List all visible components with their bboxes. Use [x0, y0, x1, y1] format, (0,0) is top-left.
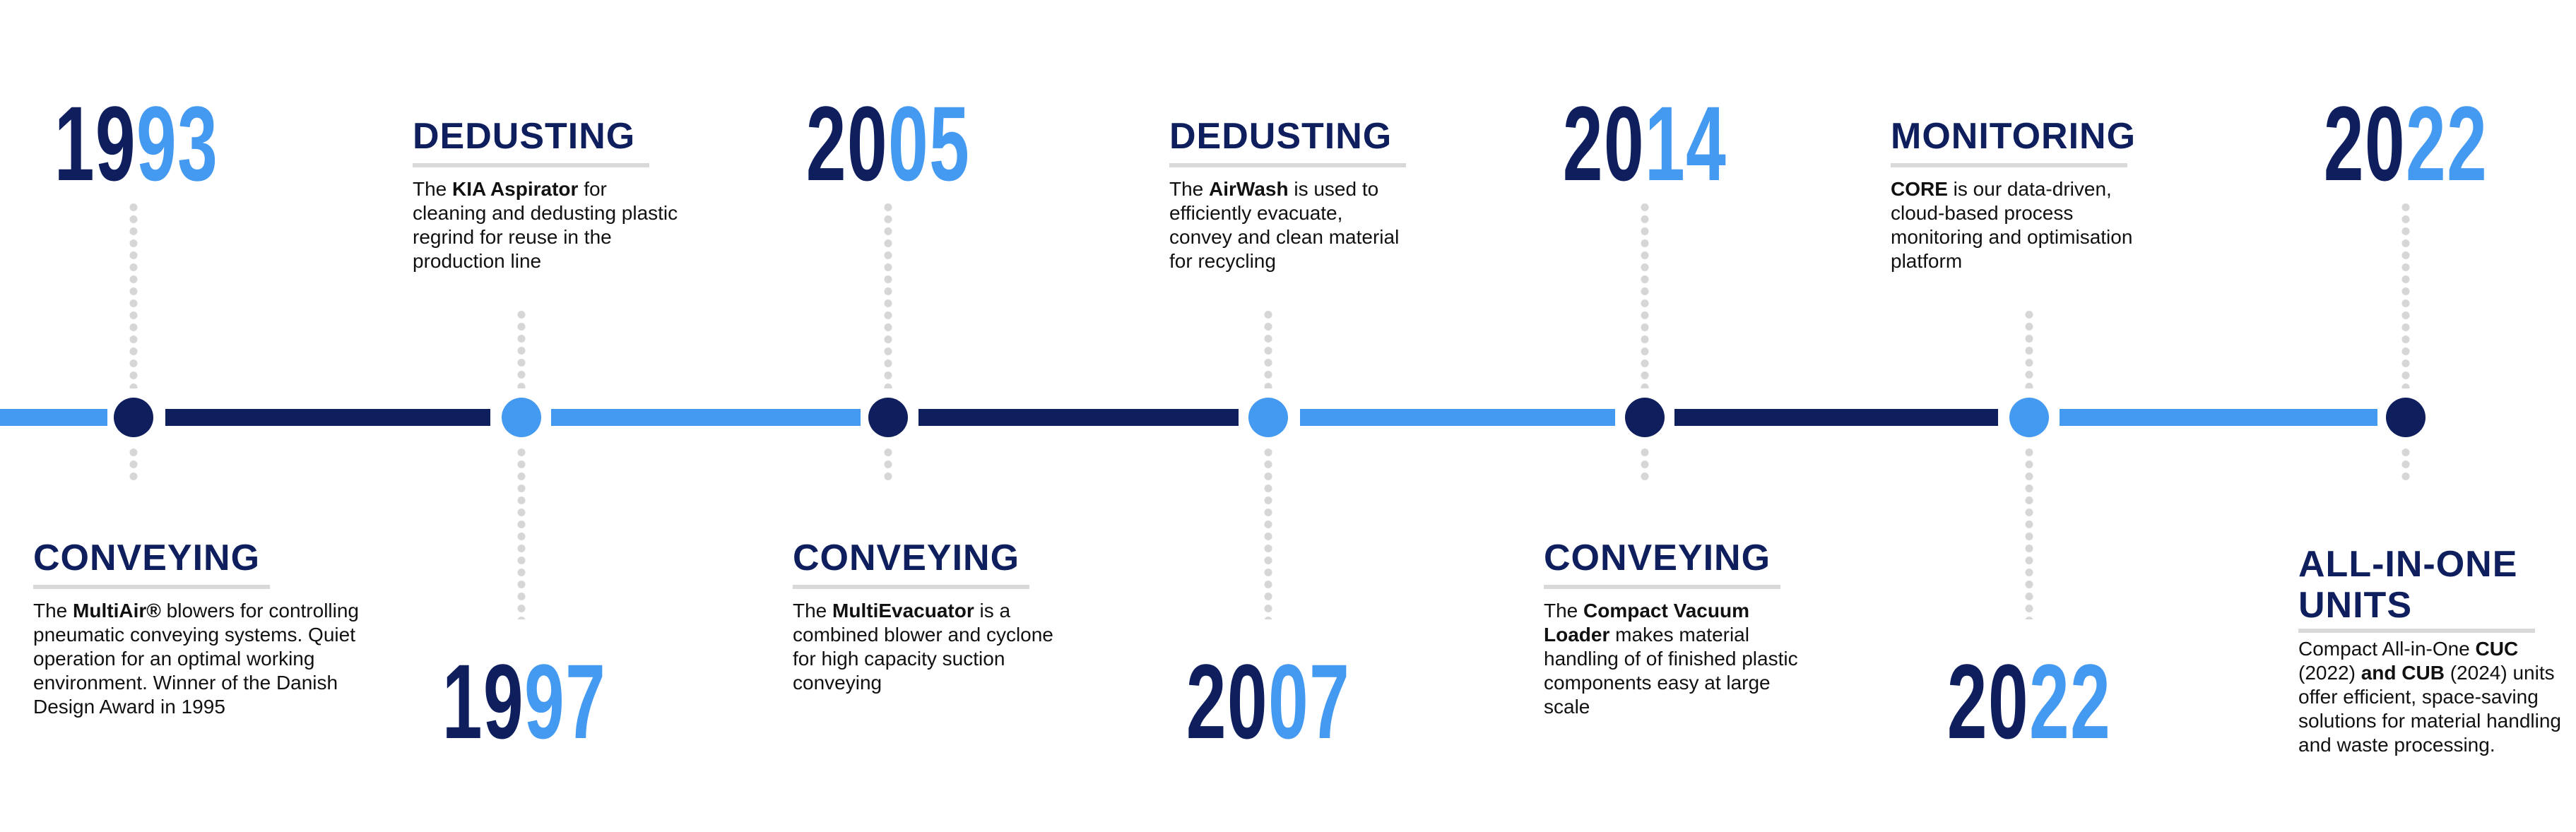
year-suffix: 22 [2029, 642, 2112, 761]
milestone-dedusting-2007: DEDUSTING The AirWash is used to efficie… [1169, 117, 1410, 273]
product-name: MultiAir® [73, 600, 161, 622]
dotted-connector [517, 309, 526, 388]
timeline-node [2009, 398, 2049, 437]
year-suffix: 22 [2406, 84, 2488, 203]
year-label: 2022 [2310, 90, 2502, 196]
timeline-node [2386, 398, 2426, 437]
text: is a combined blower and cyclone for hig… [793, 600, 1053, 694]
year-label: 1993 [40, 90, 232, 196]
timeline-segment [551, 409, 861, 426]
timeline-node [868, 398, 908, 437]
product-name: and CUB [2361, 662, 2445, 684]
year-suffix: 05 [888, 84, 971, 203]
dotted-connector [129, 201, 138, 388]
dotted-connector [1264, 446, 1272, 619]
milestone-title: CONVEYING [33, 537, 261, 578]
year-label: 2014 [1549, 90, 1741, 196]
text: blowers for controlling pneumatic convey… [33, 600, 359, 718]
timeline-node [1248, 398, 1288, 437]
divider [1169, 163, 1406, 167]
year-suffix: 97 [524, 642, 607, 761]
dotted-connector [517, 446, 526, 619]
timeline-segment [1674, 409, 1998, 426]
text: is used to efficiently evacuate, convey … [1169, 178, 1400, 272]
milestone-description: The AirWash is used to efficiently evacu… [1169, 177, 1410, 273]
text: (2024) units offer efficient, space-savi… [2298, 662, 2561, 756]
text: The [793, 600, 833, 622]
timeline-segment [1300, 409, 1615, 426]
divider [1544, 585, 1780, 589]
dotted-connector [884, 201, 892, 388]
milestone-monitoring-2022: MONITORING CORE is our data-driven, clou… [1891, 117, 2145, 273]
product-name: KIA Aspirator [452, 178, 579, 200]
year-label: 1997 [428, 648, 620, 754]
year-prefix: 20 [1186, 642, 1268, 761]
text: The [413, 178, 453, 200]
divider [2298, 629, 2535, 633]
milestone-description: CORE is our data-driven, cloud-based pro… [1891, 177, 2145, 273]
milestone-title: MONITORING [1891, 116, 2137, 157]
year-label: 2022 [1933, 648, 2125, 754]
text: The [33, 600, 73, 622]
product-name: AirWash [1209, 178, 1289, 200]
timeline-segment [165, 409, 490, 426]
dotted-connector [2401, 201, 2410, 388]
text: is our data-driven, cloud-based process … [1891, 178, 2133, 272]
dotted-connector [2401, 446, 2410, 482]
dotted-connector [884, 446, 892, 482]
text: for cleaning and dedusting plastic regri… [413, 178, 678, 272]
year-suffix: 07 [1268, 642, 1351, 761]
year-prefix: 20 [805, 84, 888, 203]
product-name: CUC [2475, 638, 2519, 660]
dotted-connector [2025, 309, 2033, 388]
dotted-connector [1264, 309, 1272, 388]
milestone-dedusting-1997: DEDUSTING The KIA Aspirator for cleaning… [413, 117, 685, 273]
timeline-node [502, 398, 541, 437]
year-prefix: 20 [1946, 642, 2029, 761]
text: Compact All-in-One [2298, 638, 2476, 660]
product-name: MultiEvacuator [832, 600, 974, 622]
milestone-description: The KIA Aspirator for cleaning and dedus… [413, 177, 685, 273]
milestone-title: DEDUSTING [413, 116, 636, 157]
milestone-title: CONVEYING [1544, 537, 1771, 578]
product-name: CORE [1891, 178, 1948, 200]
milestone-conveying-2005: CONVEYING The MultiEvacuator is a combin… [793, 538, 1061, 695]
milestone-title: DEDUSTING [1169, 116, 1393, 157]
milestone-description: Compact All-in-One CUC (2022) and CUB (2… [2298, 637, 2563, 757]
text: (2022) [2298, 662, 2361, 684]
timeline-node [1625, 398, 1665, 437]
milestone-description: The Compact Vacuum Loader makes material… [1544, 599, 1798, 719]
divider [33, 585, 270, 589]
dotted-connector [2025, 446, 2033, 619]
dotted-connector [1641, 446, 1649, 482]
divider [793, 585, 1029, 589]
text: The [1169, 178, 1210, 200]
timeline-segment [0, 409, 107, 426]
milestone-conveying-2014: CONVEYING The Compact Vacuum Loader make… [1544, 538, 1798, 719]
divider [1891, 163, 2127, 167]
milestone-description: The MultiAir® blowers for controlling pn… [33, 599, 379, 719]
year-prefix: 19 [54, 84, 136, 203]
milestone-conveying-1993: CONVEYING The MultiAir® blowers for cont… [33, 538, 379, 719]
divider [413, 163, 649, 167]
milestone-description: The MultiEvacuator is a combined blower … [793, 599, 1061, 695]
year-prefix: 20 [2323, 84, 2406, 203]
dotted-connector [1641, 201, 1649, 388]
year-label: 2007 [1172, 648, 1364, 754]
year-label: 2005 [792, 90, 984, 196]
year-suffix: 14 [1645, 84, 1727, 203]
timeline-node [114, 398, 153, 437]
dotted-connector [129, 446, 138, 482]
text: The [1544, 600, 1584, 622]
text: makes material handling of of finished p… [1544, 624, 1798, 718]
timeline-segment [918, 409, 1239, 426]
year-prefix: 20 [1562, 84, 1645, 203]
year-suffix: 93 [136, 84, 219, 203]
milestone-title: CONVEYING [793, 537, 1020, 578]
milestone-title: ALL-IN-ONE UNITS [2298, 544, 2518, 626]
product-name: Compact Vacuum Loader [1544, 600, 1749, 646]
timeline-segment [2060, 409, 2377, 426]
milestone-all-in-one-2022: ALL-IN-ONE UNITS Compact All-in-One CUC … [2298, 544, 2563, 757]
year-prefix: 19 [442, 642, 524, 761]
